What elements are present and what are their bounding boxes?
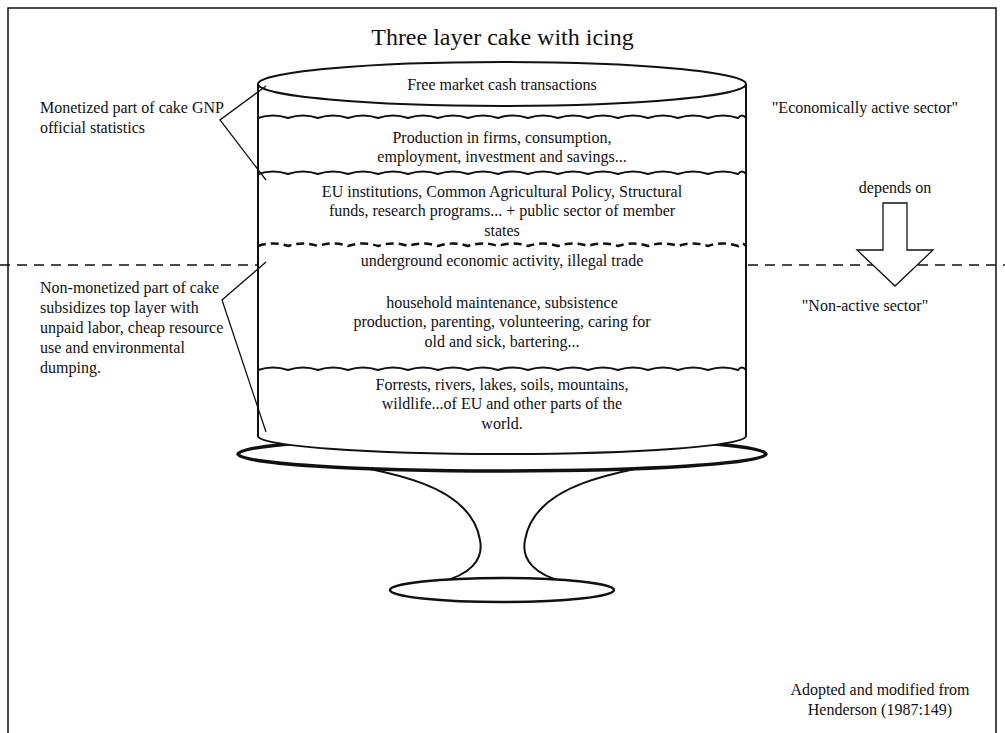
annotation-label: Monetized part of cake GNP official stat… [40,98,255,138]
cake-layer: EU institutions, Common Agricultural Pol… [290,177,714,245]
layer-text: EU institutions, Common Agricultural Pol… [312,182,692,240]
layer-text: Free market cash transactions [407,75,597,94]
cake-side [258,84,746,454]
dashed-layer-line [258,244,746,247]
cake-stand-stem [290,455,715,582]
annotation-label: Non-monetized part of cake subsidizes to… [40,278,245,378]
layer-text: Production in firms, consumption, employ… [352,128,652,166]
annotation-label: "Economically active sector" [770,98,960,118]
layer-text: Forrests, rivers, lakes, soils, mountain… [360,375,645,433]
cake-stand-base [390,578,614,602]
frame [8,8,996,733]
annotation-label: "Non-active sector" [780,296,950,316]
annotation-label: Adopted and modified from Henderson (198… [780,680,980,720]
cake-layer: Forrests, rivers, lakes, soils, mountain… [300,373,704,435]
layer-edge [258,368,746,371]
layer-text: underground economic activity, illegal t… [361,251,644,270]
bracket [220,86,266,180]
bracket [222,262,266,432]
cake-layer: household maintenance, subsistence produ… [300,276,704,368]
diagram-title: Three layer cake with icing [0,22,1005,52]
annotation-label: depends on [835,178,955,198]
layer-edge [258,116,746,119]
cake-layer: Production in firms, consumption, employ… [300,122,704,172]
hollow-arrow [857,203,933,286]
layer-text: household maintenance, subsistence produ… [352,293,652,351]
cake-layer: underground economic activity, illegal t… [290,249,714,273]
cake-layer: Free market cash transactions [300,72,704,98]
layer-edge [258,172,746,175]
cake-top [258,62,746,106]
